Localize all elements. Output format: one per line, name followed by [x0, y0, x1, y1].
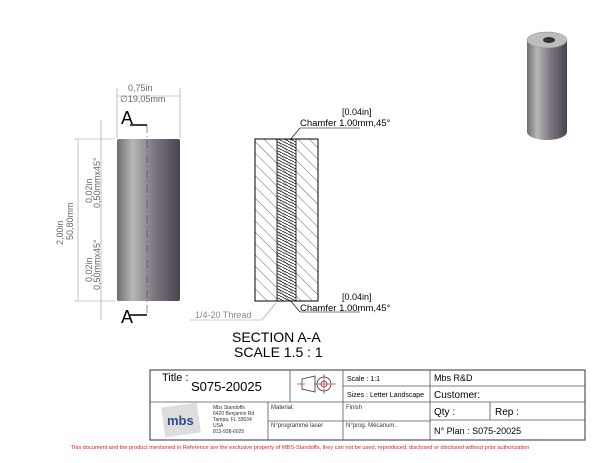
svg-text:mbs: mbs — [167, 413, 194, 428]
section-chamfer-bottom-mm: Chamfer 1.00mm,45° — [300, 303, 391, 314]
qty-field: Qty : — [434, 407, 455, 418]
title-block — [149, 369, 586, 441]
chamfer-top-mm: 0,50mmx45° — [92, 157, 102, 208]
section-chamfer-bottom-inch: [0.04in] — [342, 292, 372, 302]
finish-field: Finish — [346, 405, 362, 411]
rep-field: Rep : — [495, 407, 519, 418]
section-chamfer-top-inch: [0.04in] — [342, 107, 372, 117]
title-value: S075-20025 — [191, 379, 262, 394]
chamfer-bottom-inch: 0,02in — [84, 257, 94, 282]
section-scale: SCALE 1.5 : 1 — [234, 344, 323, 360]
front-view: A A 0,75in ∅19,05mm 2,00in 50,80mm 0,02i… — [55, 83, 181, 327]
plan-number: N° Plan : S075-20025 — [434, 426, 521, 436]
mbs-logo: mbs — [161, 402, 201, 438]
svg-text:USA: USA — [213, 423, 224, 429]
disclaimer: This document and the product mentioned … — [71, 445, 530, 451]
chamfer-top-inch: 0,02in — [84, 178, 94, 203]
company-address: Mbs Standoffs 6420 Benjamin Rd Tampa, FL… — [213, 405, 254, 435]
laser-program-field: N°programme laser — [271, 423, 323, 429]
section-view: [0.04in] Chamfer 1.00mm,45° [0.04in] Cha… — [190, 107, 391, 360]
title-label: Title : — [162, 372, 189, 384]
svg-text:813-938-6025: 813-938-6025 — [213, 429, 244, 435]
diameter-mm: ∅19,05mm — [120, 94, 165, 104]
sizes-field: Sizes : Letter Landscape — [347, 392, 424, 399]
scale-field: Scale : 1:1 — [347, 376, 380, 383]
mech-program-field: N°prog. Mécanum. — [346, 423, 396, 429]
diameter-inch: 0,75in — [128, 83, 153, 93]
length-inch: 2,00in — [55, 220, 65, 245]
svg-text:Tampa, FL 33634: Tampa, FL 33634 — [213, 417, 252, 423]
thread-callout: 1/4-20 Thread — [195, 310, 251, 320]
threaded-hole — [543, 37, 555, 43]
section-chamfer-top-mm: Chamfer 1.00mm,45° — [300, 118, 391, 129]
section-marker-bottom: A — [121, 307, 133, 327]
customer-field: Customer: — [434, 390, 480, 401]
section-title: SECTION A-A — [232, 329, 321, 345]
company-field: Mbs R&D — [434, 373, 473, 383]
isometric-view — [526, 31, 568, 140]
material-field: Material: — [271, 405, 294, 411]
svg-text:6420 Benjamin Rd: 6420 Benjamin Rd — [213, 411, 254, 417]
length-mm: 50,80mm — [65, 202, 75, 240]
svg-text:Mbs Standoffs: Mbs Standoffs — [213, 405, 245, 411]
projection-symbol — [297, 374, 336, 394]
section-marker-top: A — [121, 108, 133, 128]
chamfer-bottom-mm: 0,50mmx45° — [92, 239, 102, 290]
